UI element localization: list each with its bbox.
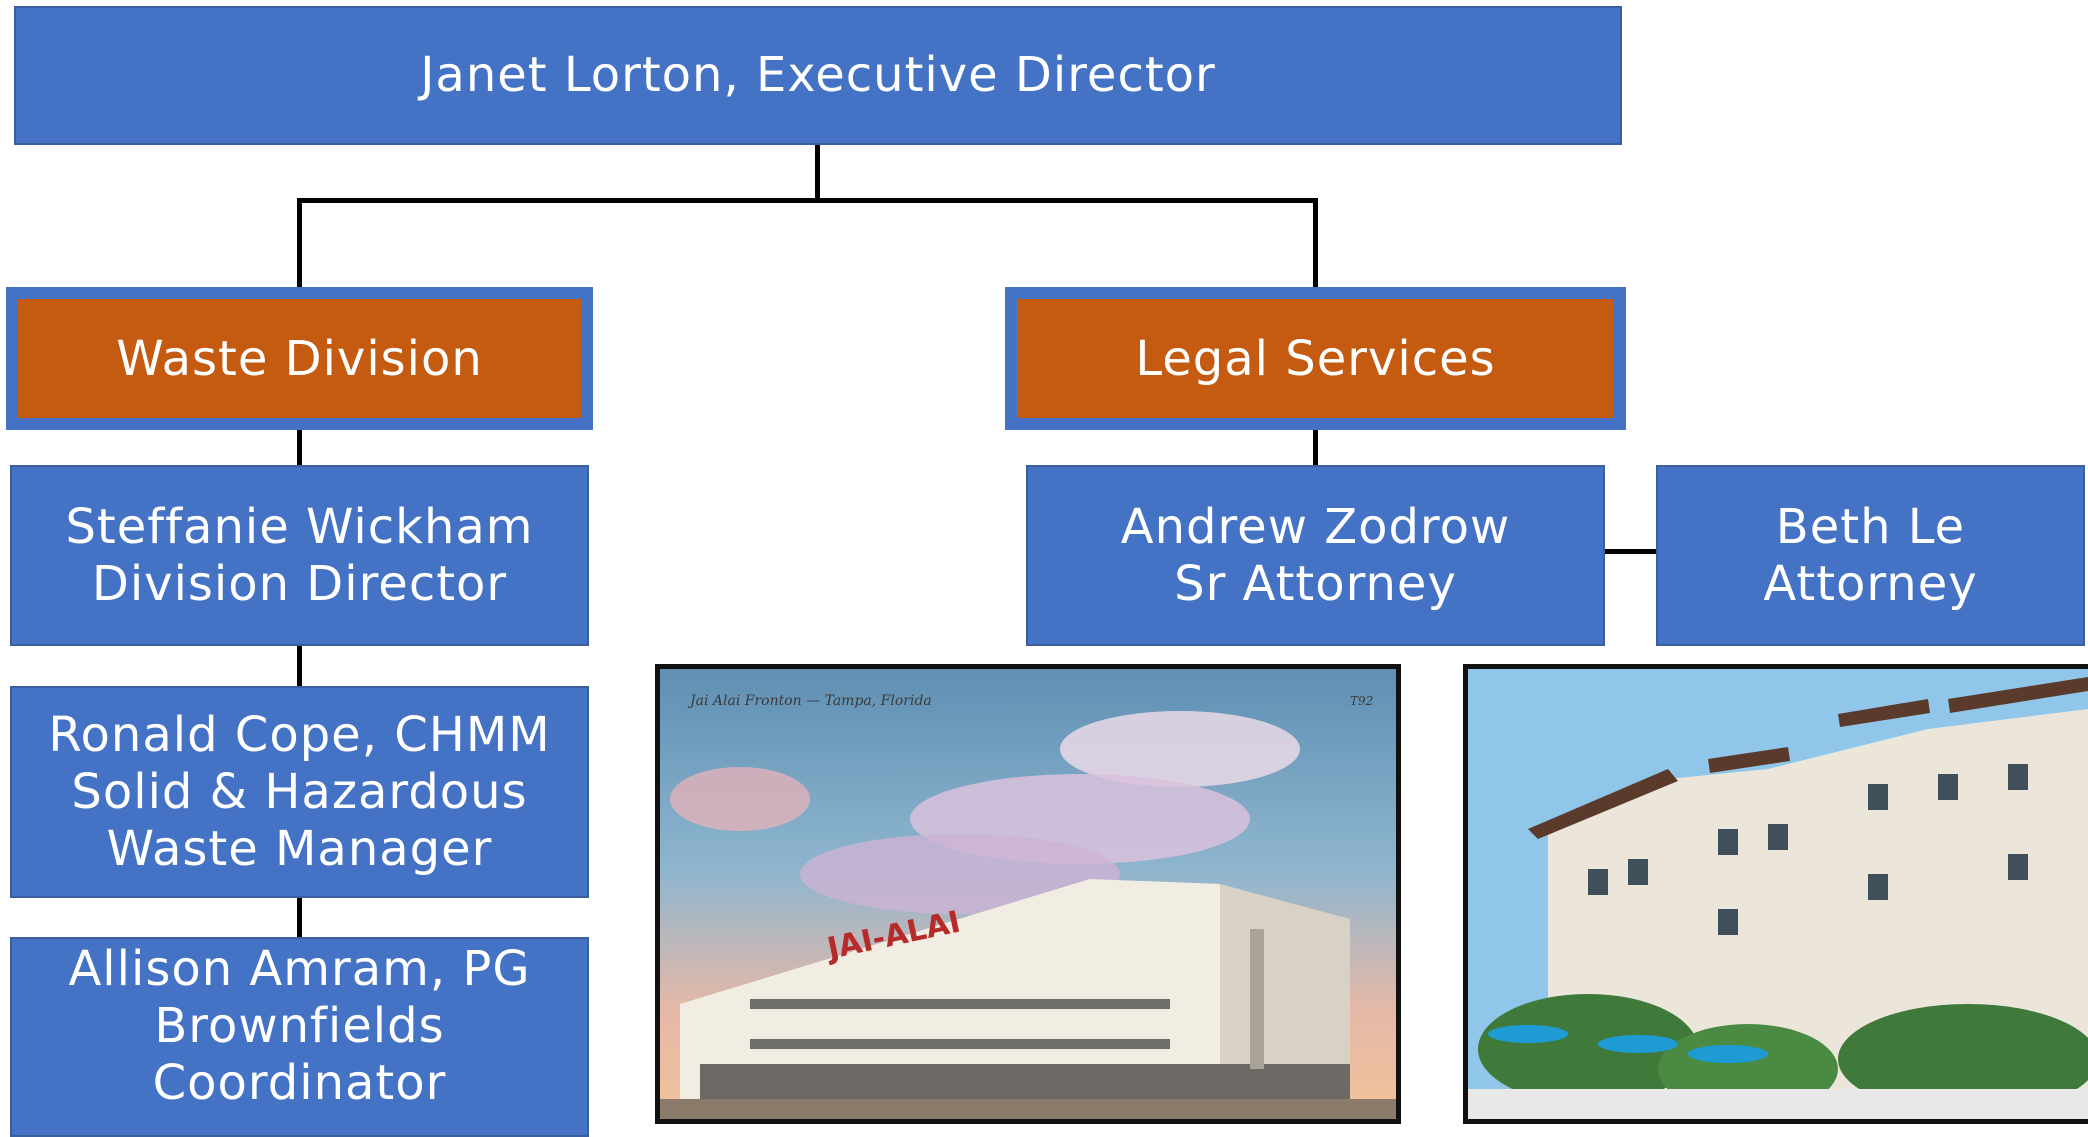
waste-manager-title-1: Solid & Hazardous <box>71 763 528 820</box>
sr-attorney-name: Andrew Zodrow <box>1120 498 1511 555</box>
coordinator-name: Allison Amram, PG <box>68 941 531 997</box>
legal-services-label: Legal Services <box>1135 330 1496 387</box>
executive-director-box: Janet Lorton, Executive Director <box>14 6 1622 145</box>
connector-sr-to-attorney <box>1603 549 1658 554</box>
connector-horizontal-top <box>297 198 1318 203</box>
connector-manager-to-coordinator <box>297 896 302 940</box>
jai-alai-postcard-photo: Jai Alai Fronton — Tampa, Florida T92 JA… <box>655 664 1401 1124</box>
connector-to-waste <box>297 198 302 290</box>
connector-waste-to-director <box>297 426 302 468</box>
apartment-building-photo <box>1463 664 2088 1124</box>
executive-director-label: Janet Lorton, Executive Director <box>420 47 1216 103</box>
division-director-title: Division Director <box>91 555 508 612</box>
apartment-illustration <box>1468 669 2088 1119</box>
attorney-box: Beth Le Attorney <box>1656 465 2085 646</box>
connector-to-legal <box>1313 198 1318 290</box>
postcard-code: T92 <box>1350 694 1373 708</box>
postcard-illustration: Jai Alai Fronton — Tampa, Florida T92 JA… <box>660 669 1396 1119</box>
connector-exec-down <box>815 143 820 202</box>
attorney-name: Beth Le <box>1775 498 1966 555</box>
sr-attorney-box: Andrew Zodrow Sr Attorney <box>1026 465 1605 646</box>
coordinator-title-1: Brownfields <box>154 998 445 1054</box>
connector-director-to-manager <box>297 644 302 689</box>
coordinator-title-2: Coordinator <box>152 1055 447 1111</box>
division-director-name: Steffanie Wickham <box>65 498 534 555</box>
sr-attorney-title: Sr Attorney <box>1174 555 1457 612</box>
brownfields-coordinator-box: Allison Amram, PG Brownfields Coordinato… <box>10 937 589 1137</box>
attorney-title: Attorney <box>1763 555 1978 612</box>
waste-manager-title-2: Waste Manager <box>106 820 493 877</box>
waste-division-label: Waste Division <box>116 330 483 387</box>
division-director-box: Steffanie Wickham Division Director <box>10 465 589 646</box>
waste-manager-box: Ronald Cope, CHMM Solid & Hazardous Wast… <box>10 686 589 898</box>
waste-division-box: Waste Division <box>6 287 593 430</box>
connector-legal-to-sr-attorney <box>1313 426 1318 468</box>
postcard-caption: Jai Alai Fronton — Tampa, Florida <box>687 693 932 709</box>
legal-services-box: Legal Services <box>1005 287 1626 430</box>
waste-manager-name: Ronald Cope, CHMM <box>48 706 551 763</box>
